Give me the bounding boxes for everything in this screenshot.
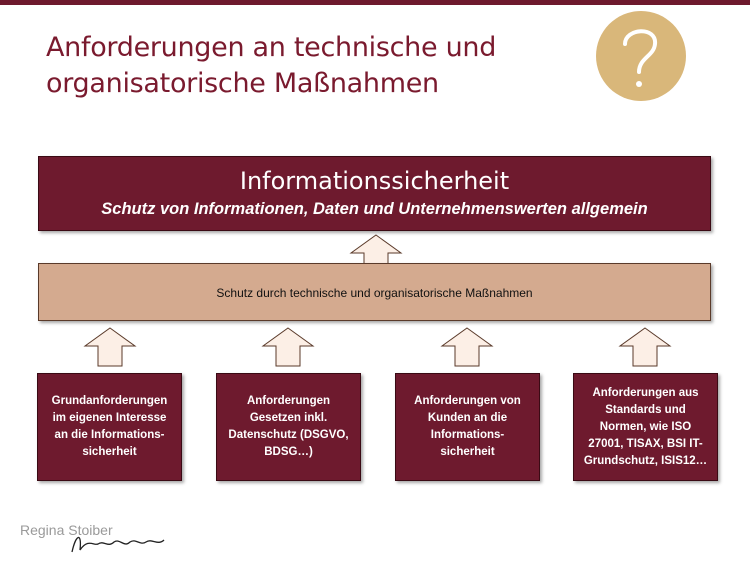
source-label: Grundanforderungen im eigenen Interesse … <box>51 395 168 458</box>
source-box-own-interest: Grundanforderungen im eigenen Interesse … <box>37 373 182 481</box>
measures-box: Schutz durch technische und organisatori… <box>38 263 711 321</box>
source-box-standards: Anforderungen aus Standards und Normen, … <box>573 373 718 481</box>
source-label: Anforderungen Gesetzen inkl. Datenschutz… <box>228 395 349 458</box>
information-security-subheading: Schutz von Informationen, Daten und Unte… <box>101 200 648 218</box>
top-accent-bar <box>0 0 750 5</box>
source-label: Anforderungen aus Standards und Normen, … <box>583 386 708 467</box>
title-line-2: organisatorische Maßnahmen <box>46 68 439 99</box>
source-box-law: Anforderungen Gesetzen inkl. Datenschutz… <box>216 373 361 481</box>
title-line-1: Anforderungen an technische und <box>46 32 497 63</box>
question-mark-icon <box>596 11 686 101</box>
up-arrow-icon <box>618 327 672 367</box>
source-label: Anforderungen von Kunden an die Informat… <box>414 395 521 458</box>
information-security-box: Informationssicherheit Schutz von Inform… <box>38 156 711 231</box>
up-arrow-icon <box>83 327 137 367</box>
signature-logo <box>71 536 165 553</box>
information-security-heading: Informationssicherheit <box>239 167 510 195</box>
source-box-customers: Anforderungen von Kunden an die Informat… <box>395 373 540 481</box>
up-arrow-icon <box>440 327 494 367</box>
up-arrow-icon <box>261 327 315 367</box>
logo-name: Regina Stoiber <box>20 522 113 538</box>
slide-title: Anforderungen an technische und organisa… <box>46 30 566 102</box>
measures-label: Schutz durch technische und organisatori… <box>216 286 533 300</box>
